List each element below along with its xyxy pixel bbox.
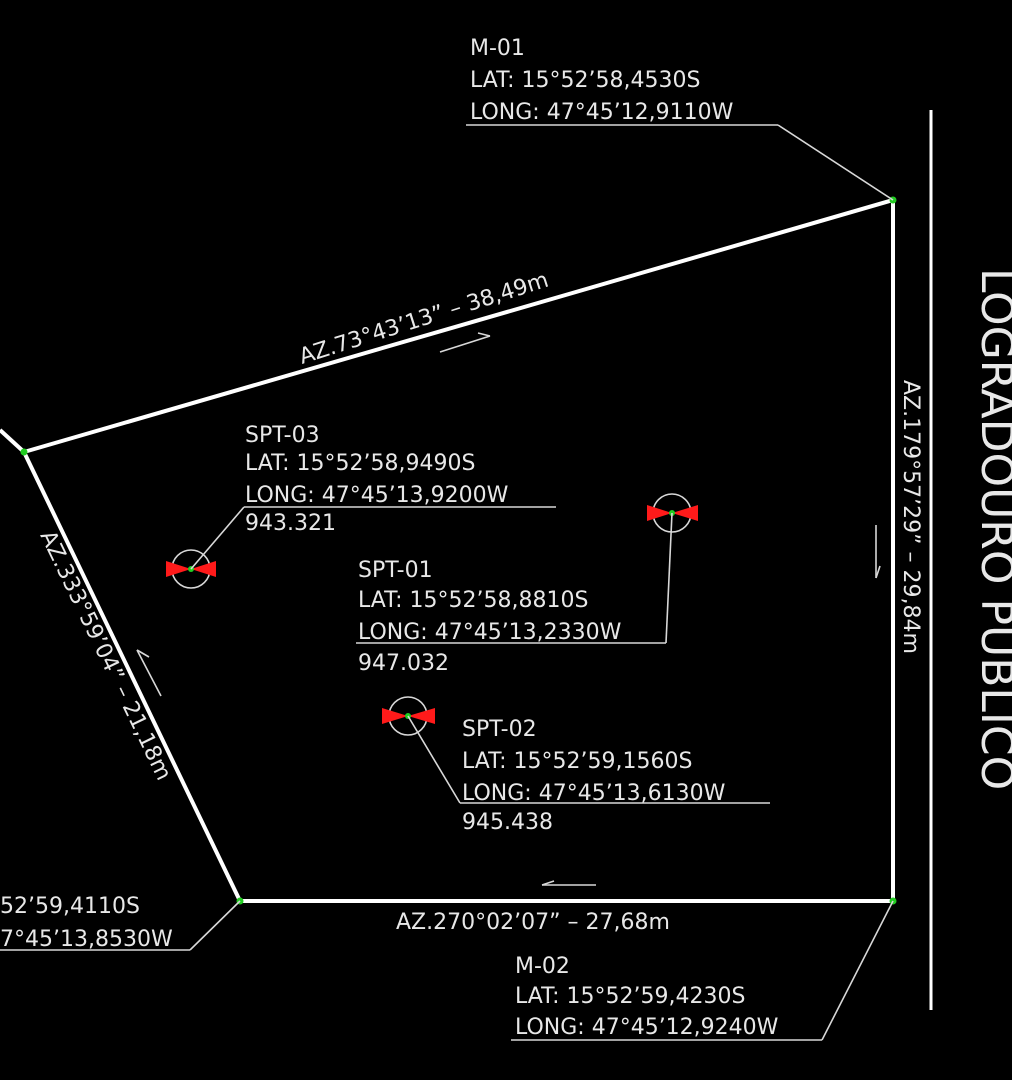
spt03-elev: 943.321	[245, 511, 336, 536]
label-m01: M-01 LAT: 15°52’58,4530S LONG: 47°45’12,…	[466, 36, 894, 201]
edge-label-left: AZ.333°59’04” – 21,18m	[35, 527, 176, 785]
spt02-elev: 945.438	[462, 810, 553, 835]
edge-label-bottom: AZ.270°02’07” – 27,68m	[396, 910, 670, 935]
spt03-name: SPT-03	[245, 423, 320, 448]
spt02-marker	[382, 696, 435, 736]
spt01-elev: 947.032	[358, 651, 449, 676]
m01-name: M-01	[470, 36, 525, 61]
left-marker-long: 7°45’13,8530W	[0, 927, 173, 952]
label-spt03: SPT-03 LAT: 15°52’58,9490S LONG: 47°45’1…	[190, 423, 556, 570]
spt01-lat: LAT: 15°52’58,8810S	[358, 588, 588, 613]
spt01-name: SPT-01	[358, 558, 433, 583]
spt01-long: LONG: 47°45’13,2330W	[358, 620, 622, 645]
label-left-marker: 52’59,4110S 7°45’13,8530W	[0, 894, 241, 952]
left-marker-lat: 52’59,4110S	[0, 894, 140, 919]
spt02-long: LONG: 47°45’13,6130W	[462, 781, 726, 806]
neighbor-edge-stub	[0, 428, 26, 454]
m02-lat: LAT: 15°52’59,4230S	[515, 984, 745, 1009]
label-spt01: SPT-01 LAT: 15°52’58,8810S LONG: 47°45’1…	[356, 512, 673, 676]
label-m02: M-02 LAT: 15°52’59,4230S LONG: 47°45’12,…	[511, 900, 894, 1041]
edge-label-top: AZ.73°43’13” – 38,49m	[296, 268, 551, 370]
arrow-bottom-edge	[541, 880, 596, 886]
label-spt02: SPT-02 LAT: 15°52’59,1560S LONG: 47°45’1…	[407, 715, 770, 835]
arrow-top-edge	[439, 332, 491, 353]
vertex-top-left	[20, 448, 28, 456]
spt03-long: LONG: 47°45’13,9200W	[245, 483, 509, 508]
m02-long: LONG: 47°45’12,9240W	[515, 1015, 779, 1040]
spt01-marker	[647, 493, 698, 533]
edge-label-right: AZ.179°57’29” – 29,84m	[898, 380, 923, 654]
spt02-name: SPT-02	[462, 717, 537, 742]
arrow-right-edge	[875, 525, 881, 579]
arrow-left-edge	[136, 649, 162, 697]
spt03-lat: LAT: 15°52’58,9490S	[245, 451, 475, 476]
m01-lat: LAT: 15°52’58,4530S	[470, 68, 700, 93]
street-label: LOGRADOURO PÚBLICO	[971, 268, 1012, 790]
spt02-lat: LAT: 15°52’59,1560S	[462, 749, 692, 774]
m01-long: LONG: 47°45’12,9110W	[470, 100, 734, 125]
m02-name: M-02	[515, 954, 570, 979]
